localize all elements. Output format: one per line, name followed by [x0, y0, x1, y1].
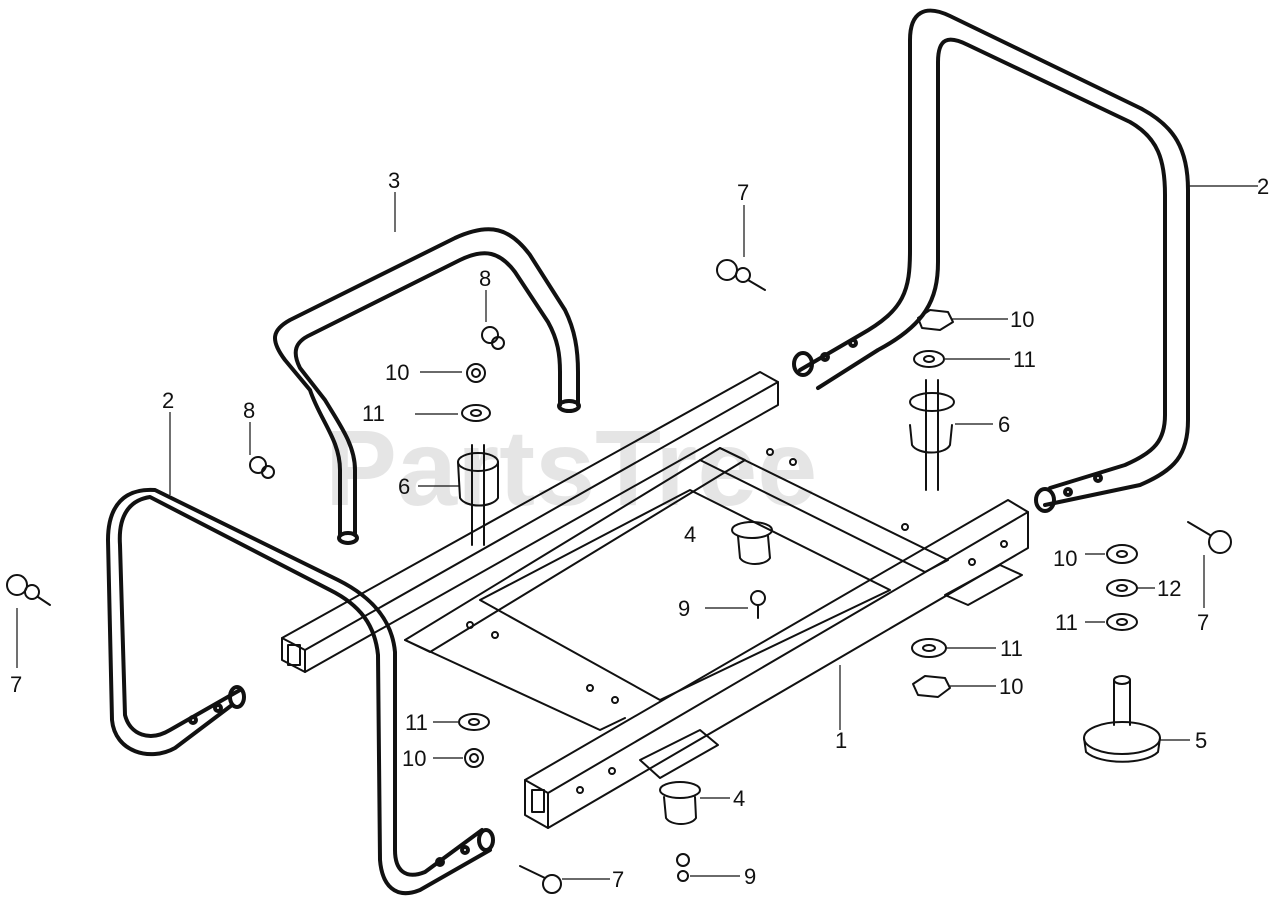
callout-11-a: 11	[362, 401, 385, 426]
leveling-foot-part	[1083, 675, 1161, 763]
front-handle-part	[106, 487, 495, 896]
main-frame-part	[281, 371, 1029, 829]
damper-left-part	[457, 444, 499, 546]
callout-11-b: 11	[405, 710, 428, 735]
callout-4-top: 4	[684, 522, 696, 547]
callout-5: 5	[1195, 728, 1207, 753]
callout-8-top: 8	[479, 266, 491, 291]
callout-7-right: 7	[1197, 610, 1209, 635]
watermark-text: PartsTree	[325, 407, 817, 528]
callout-7-top: 7	[737, 180, 749, 205]
callout-2-right: 2	[1257, 174, 1269, 199]
hardware-parts	[6, 259, 1232, 894]
callout-2-left: 2	[162, 388, 174, 413]
callout-11-r3: 11	[1000, 636, 1023, 661]
leader-lines	[16, 185, 1258, 880]
callout-10-b: 10	[402, 746, 426, 771]
callout-3: 3	[388, 168, 400, 193]
callout-6-left: 6	[398, 474, 410, 499]
callout-7-bottom: 7	[612, 867, 624, 892]
callout-8-left: 8	[243, 398, 255, 423]
callout-10-a: 10	[385, 360, 409, 385]
callout-10-r3: 10	[999, 674, 1023, 699]
callout-9-top: 9	[678, 596, 690, 621]
damper-right-part	[909, 379, 955, 491]
callout-12: 12	[1157, 576, 1181, 601]
callout-4-bottom: 4	[733, 786, 745, 811]
callout-11-r2: 11	[1055, 610, 1078, 635]
callout-labels: 3 7 2 8 10 11 2 8 6 10 11 6 4 9 10 12 11…	[10, 168, 1269, 892]
callout-9-bottom: 9	[744, 864, 756, 889]
rubber-foot-top-part	[731, 521, 773, 565]
callout-1: 1	[835, 728, 847, 753]
rear-handle-part	[792, 8, 1190, 513]
center-handle-part	[273, 227, 581, 545]
callout-10-r1: 10	[1010, 307, 1034, 332]
callout-10-r2: 10	[1053, 546, 1077, 571]
callout-7-left: 7	[10, 672, 22, 697]
callout-11-r1: 11	[1013, 347, 1036, 372]
rubber-foot-bottom-part	[659, 781, 701, 825]
callout-6-right: 6	[998, 412, 1010, 437]
